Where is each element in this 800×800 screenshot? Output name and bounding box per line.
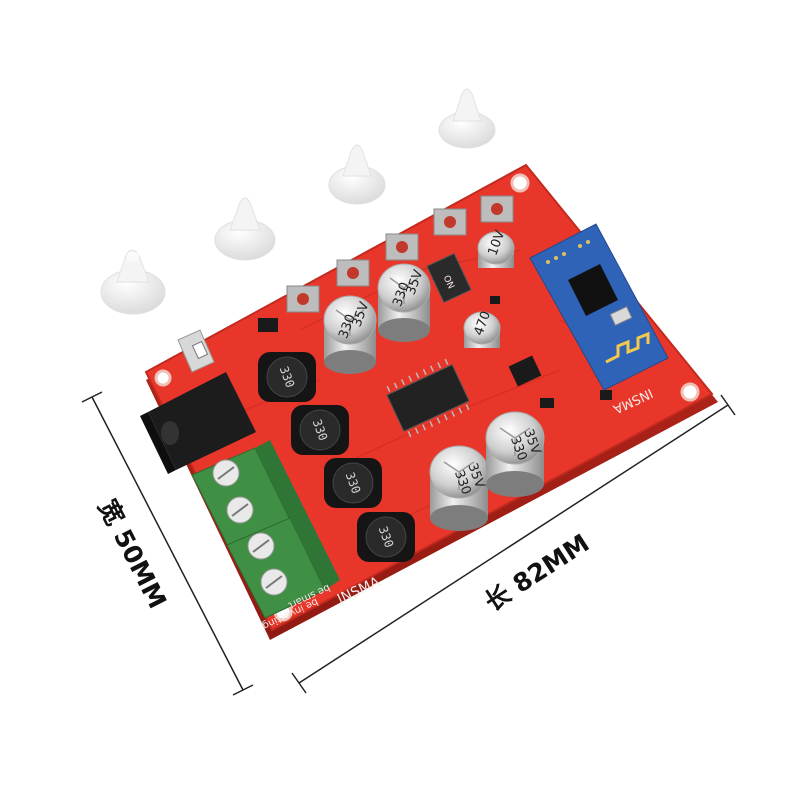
inductor-label: 330 xyxy=(310,417,331,442)
length-dimension xyxy=(291,394,736,694)
inductor: 330 xyxy=(357,512,415,562)
standoff-2 xyxy=(214,197,276,261)
inductor-label: 330 xyxy=(343,470,364,495)
standoff-3 xyxy=(328,144,386,205)
smd-components xyxy=(258,296,612,408)
capacitor-small: 10V xyxy=(477,229,515,268)
standoff-1 xyxy=(100,249,166,315)
large-capacitors: 330 35V 330 35V 330 35V 330 35V xyxy=(323,263,545,531)
inductor: 330 xyxy=(258,352,316,402)
screw-terminal-top xyxy=(191,440,305,551)
width-label: 宽 50MM xyxy=(93,495,173,614)
slide-switch xyxy=(177,329,215,373)
length-label: 长 82MM xyxy=(479,528,594,617)
bluetooth-module xyxy=(529,223,669,391)
mounting-hole xyxy=(680,382,700,402)
mounting-hole xyxy=(154,369,172,387)
capacitor-large: 330 35V xyxy=(323,295,377,374)
capacitor-large: 330 35V xyxy=(429,445,489,531)
screw-terminal-bottom xyxy=(226,510,340,619)
width-dimension xyxy=(81,391,254,696)
tactile-button xyxy=(336,259,370,287)
inductor-label: 330 xyxy=(277,364,298,389)
nylon-standoffs xyxy=(100,88,496,315)
tactile-button xyxy=(480,195,514,223)
capacitor-small: 470 xyxy=(463,309,501,348)
tactile-button xyxy=(286,285,320,313)
inductor-label: 330 xyxy=(376,524,397,549)
capacitor-large: 330 35V xyxy=(485,411,545,497)
dip-switch: ON xyxy=(426,252,472,304)
inductors: 330 330 330 330 xyxy=(258,352,415,562)
standoff-4 xyxy=(438,88,496,149)
small-capacitors: 10V 470 xyxy=(463,229,515,348)
amplifier-ic xyxy=(386,358,470,438)
inductor: 330 xyxy=(324,458,382,508)
inductor: 330 xyxy=(291,405,349,455)
dc-power-jack xyxy=(140,372,256,474)
mounting-hole xyxy=(510,173,530,193)
capacitor-large: 330 35V xyxy=(377,263,431,342)
length-dimension-line xyxy=(298,404,729,684)
tactile-buttons xyxy=(286,195,514,313)
tactile-button xyxy=(385,233,419,261)
width-dimension-line xyxy=(91,396,244,691)
tactile-button xyxy=(433,208,467,236)
